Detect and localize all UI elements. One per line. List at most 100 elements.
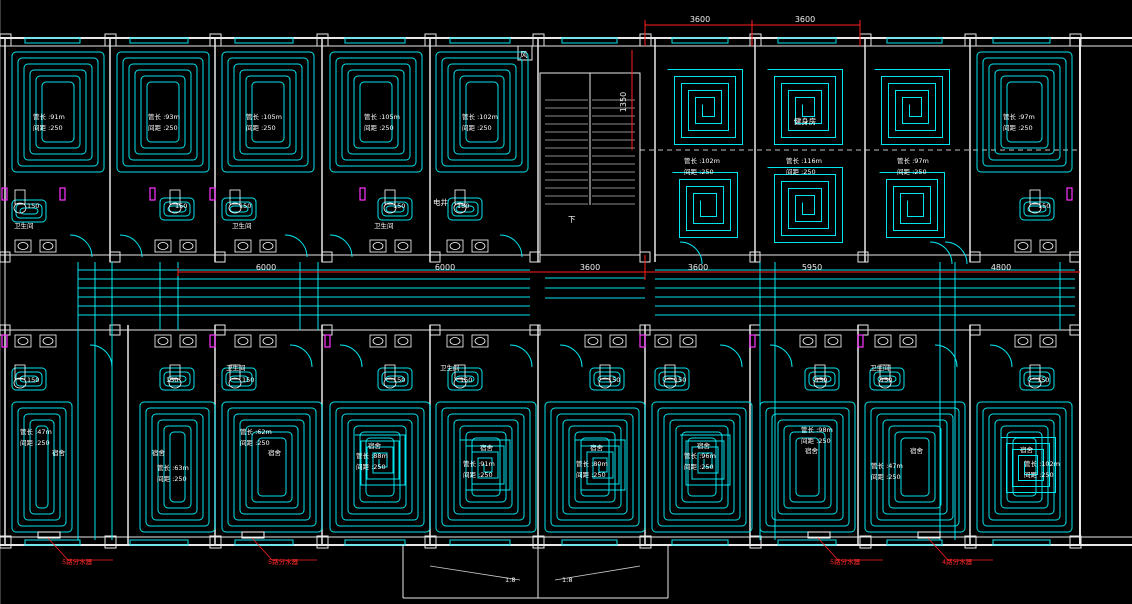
heating-loop	[221, 51, 315, 173]
toilet	[1029, 189, 1041, 205]
floor-drain	[359, 187, 366, 201]
heating-loop	[365, 437, 395, 497]
north-room-note: 管长 :102m 间距 :250 150	[457, 112, 498, 210]
sink-basin	[237, 337, 249, 345]
toilet-bowl	[878, 377, 892, 389]
window	[234, 37, 294, 44]
bath-loop	[1019, 197, 1055, 221]
structural-column	[964, 535, 977, 549]
south-room-note: 管长 :91m 间距 :250 宿舍 150	[460, 376, 495, 479]
heating-loop	[140, 75, 186, 149]
sink	[899, 334, 917, 348]
south-room-note: 管长 :47m 间距 :250 宿舍 150	[871, 376, 924, 481]
heating-loop	[864, 401, 966, 533]
bath-loop	[167, 375, 187, 383]
structural-column	[424, 535, 437, 549]
heating-loop	[35, 425, 49, 509]
bath-loop	[11, 199, 47, 223]
svg-text:管长 :105m: 管长 :105m	[246, 112, 282, 121]
sink	[471, 239, 489, 253]
toilet-bowl	[453, 377, 467, 389]
wc-label: 卫生间	[14, 221, 34, 230]
heating-loop	[163, 425, 192, 509]
svg-text:间距 :250: 间距 :250	[786, 168, 816, 176]
side-dim: 1350	[619, 92, 628, 112]
heating-loop	[233, 413, 311, 521]
heating-loop	[982, 407, 1067, 527]
structural-column	[429, 251, 441, 263]
svg-text:间距 :250: 间距 :250	[33, 124, 63, 132]
bath-loop	[15, 203, 43, 219]
door-swing	[289, 344, 313, 368]
sink-basin	[449, 337, 461, 345]
heating-loop	[651, 401, 753, 533]
svg-text:管长 :80m: 管长 :80m	[576, 459, 608, 468]
svg-text:150: 150	[27, 202, 39, 210]
heating-loop	[870, 407, 960, 527]
svg-text:管长 :105m: 管长 :105m	[364, 112, 400, 121]
sink-basin	[474, 337, 486, 345]
toilet	[229, 364, 241, 380]
svg-text:150: 150	[1038, 202, 1050, 210]
door-swing	[499, 234, 523, 258]
bath-loop	[877, 375, 897, 383]
heating-loop	[29, 419, 55, 515]
toilet-bowl	[168, 377, 182, 389]
window	[24, 37, 81, 44]
heating-loop	[11, 401, 73, 533]
toilet-bowl	[13, 377, 27, 389]
svg-text:管长 :97m: 管长 :97m	[897, 156, 929, 165]
sink	[154, 239, 172, 253]
bath-loop	[1023, 371, 1051, 387]
heating-loop	[1006, 81, 1043, 143]
heating-spiral	[680, 434, 731, 486]
door-swing	[934, 344, 958, 368]
structural-column	[1069, 251, 1081, 263]
heating-loop	[347, 69, 405, 155]
svg-text:150: 150	[460, 376, 472, 384]
svg-text:间距 :250: 间距 :250	[157, 475, 187, 483]
sink	[874, 334, 892, 348]
svg-text:管长 :102m: 管长 :102m	[1024, 459, 1060, 468]
structural-column	[424, 33, 437, 47]
window	[671, 539, 729, 546]
sink	[369, 334, 387, 348]
sink-basin	[902, 337, 914, 345]
lounge-label: 健身房	[794, 116, 817, 126]
sink-basin	[42, 337, 54, 345]
heating-loop	[122, 57, 204, 167]
toilet-bowl	[598, 377, 612, 389]
window	[129, 539, 189, 546]
heating-loop	[23, 63, 93, 161]
sink-basin	[262, 242, 274, 250]
window	[777, 539, 837, 546]
sink-basin	[657, 337, 669, 345]
door-swing	[989, 344, 1013, 368]
south-room-note: 管长 :98m 间距 :250 宿舍 150	[801, 376, 833, 455]
structural-column	[749, 535, 762, 549]
svg-text:间距 :250: 间距 :250	[364, 124, 394, 132]
svg-text:管长 :98m: 管长 :98m	[801, 425, 833, 434]
manifold-leader	[47, 537, 69, 561]
sink-basin	[372, 242, 384, 250]
bath-loop	[812, 375, 832, 383]
window	[886, 37, 943, 44]
heating-loop	[568, 425, 622, 509]
floor-drain	[857, 334, 864, 348]
window	[234, 539, 294, 546]
svg-text:管长 :88m: 管长 :88m	[356, 451, 388, 460]
bath-loop	[654, 367, 690, 391]
heating-loop	[441, 57, 523, 167]
heating-loop	[777, 419, 838, 515]
structural-column	[857, 251, 869, 263]
heating-loop	[789, 431, 826, 503]
structural-column	[1069, 535, 1082, 549]
bath-loop	[658, 371, 686, 387]
floor-drain	[1066, 187, 1073, 201]
window	[449, 539, 511, 546]
heating-loop	[669, 419, 735, 515]
heating-spiral	[575, 439, 626, 491]
svg-text:管长 :91m: 管长 :91m	[463, 459, 495, 468]
heating-loop	[341, 413, 419, 521]
svg-text:150: 150	[166, 376, 178, 384]
